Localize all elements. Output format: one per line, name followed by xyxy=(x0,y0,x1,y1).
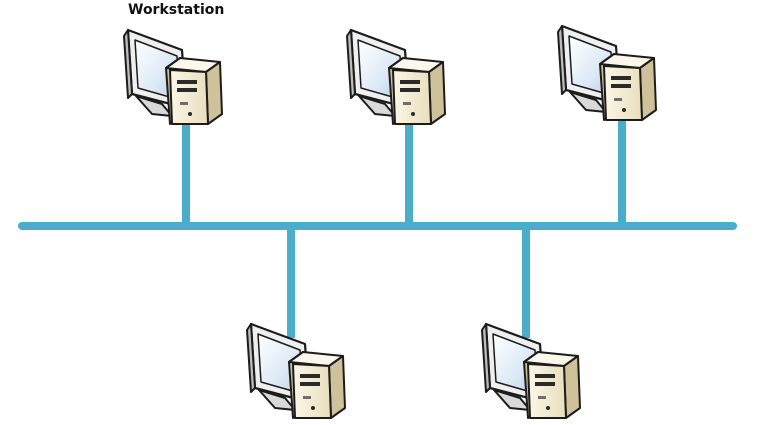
workstation-icon xyxy=(557,24,657,121)
workstation-icon xyxy=(246,322,346,419)
workstation-icon xyxy=(481,322,581,419)
cable-drops xyxy=(182,118,626,338)
workstation-icon xyxy=(123,28,223,125)
workstation-label: Workstation xyxy=(128,2,225,18)
workstation-icon xyxy=(346,28,446,125)
